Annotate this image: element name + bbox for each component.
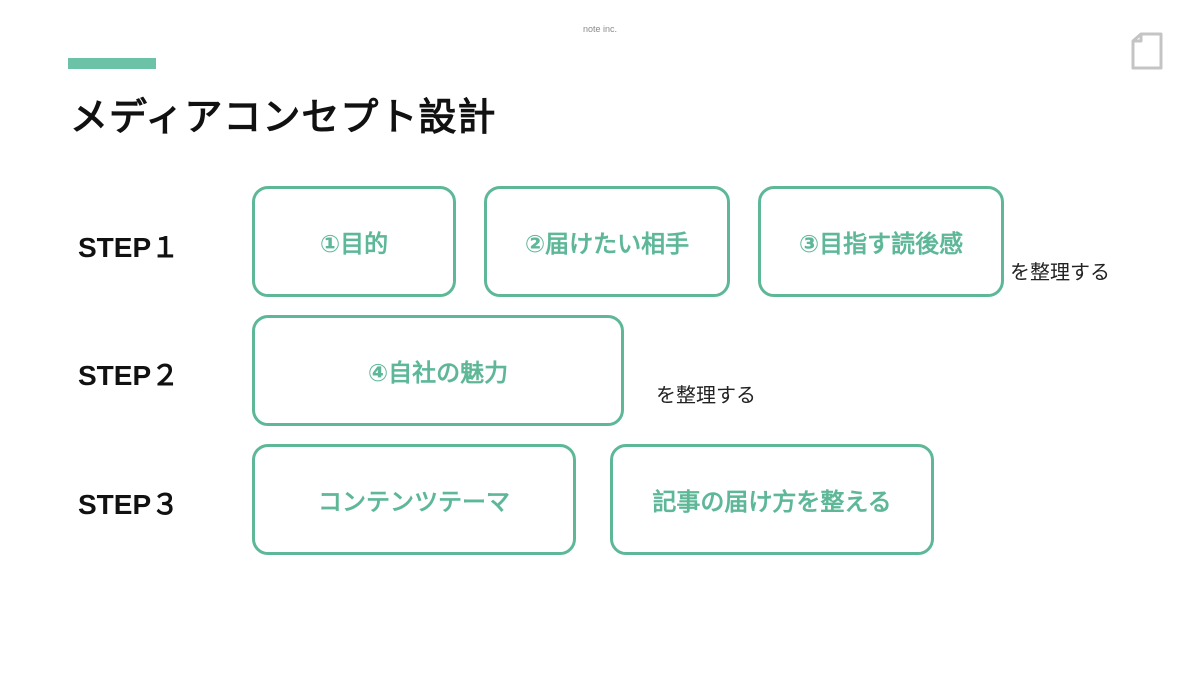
page-title: メディアコンセプト設計: [70, 95, 497, 139]
step-3-box-content-theme: コンテンツテーマ: [252, 444, 576, 555]
step-1-box-reading-experience: ③目指す読後感: [758, 186, 1004, 297]
title-accent-bar: [68, 58, 156, 69]
step-2-box-company-appeal: ④自社の魅力: [252, 315, 624, 426]
step-1-box-purpose: ①目的: [252, 186, 456, 297]
company-name: note inc.: [582, 24, 618, 34]
step-1-box-target-audience: ②届けたい相手: [484, 186, 730, 297]
step-3-label: STEP３: [78, 489, 180, 520]
document-icon: [1131, 32, 1163, 70]
step-2-label: STEP２: [78, 360, 180, 391]
step-2-note: を整理する: [656, 383, 756, 407]
step-1-note: を整理する: [1010, 260, 1110, 284]
step-3-box-article-delivery: 記事の届け方を整える: [610, 444, 934, 555]
step-1-label: STEP１: [78, 232, 180, 263]
